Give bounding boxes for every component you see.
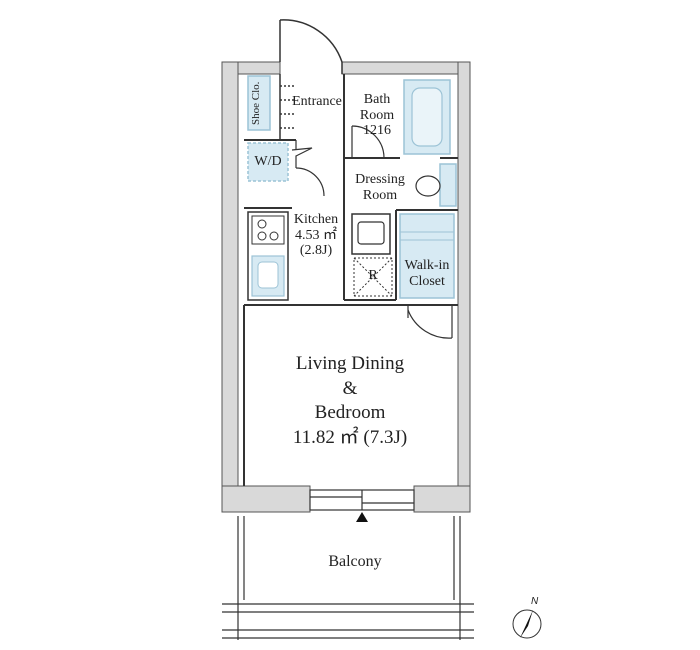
balcony-outline — [222, 516, 474, 640]
shoe-closet — [247, 75, 271, 131]
bath-label-line1: Bath — [363, 92, 391, 107]
walkin-closet — [399, 213, 455, 299]
compass-icon — [512, 609, 542, 639]
balcony-window — [309, 489, 415, 511]
living-label-line4: 11.82 ㎡ (7.3J) — [292, 427, 408, 449]
kitchen-counter — [247, 211, 289, 301]
kitchen-label-line1: Kitchen — [293, 212, 339, 227]
walkin-closet-label: Walk-in Closet — [400, 258, 454, 289]
living-label-line1: Living Dining — [295, 353, 405, 374]
living-room-label: Living Dining & Bedroom 11.82 ㎡ (7.3J) — [260, 352, 440, 451]
walkin-label-line2: Closet — [409, 273, 445, 289]
dressing-label-line2: Room — [362, 187, 398, 203]
shoe-closet-label: Shoe Clo. — [250, 81, 262, 125]
entrance-floor — [279, 74, 296, 140]
closet-door — [407, 305, 453, 339]
washer-space — [247, 142, 289, 182]
bath-door — [351, 125, 385, 159]
hall-door — [291, 140, 325, 197]
fridge-space — [353, 257, 393, 297]
fridge-label: R — [368, 268, 378, 283]
walkin-label-line1: Walk-in — [404, 258, 450, 273]
compass-north-label: N — [531, 596, 539, 607]
kitchen-label-line2: 4.53 ㎡ — [295, 227, 337, 243]
dressing-fixtures — [351, 163, 457, 255]
dressing-room-label: Dressing Room — [346, 172, 414, 203]
bath-label-line2: Room — [359, 107, 395, 123]
interior-walls — [243, 74, 458, 486]
entrance-label: Entrance — [292, 94, 342, 109]
bath-room-label: Bath Room 1216 — [352, 92, 402, 139]
entrance-door — [279, 19, 343, 74]
balcony-label: Balcony — [328, 553, 382, 570]
wd-label: W/D — [254, 154, 282, 169]
living-label-line2: & — [342, 377, 358, 399]
bath-label-line3: 1216 — [363, 123, 391, 139]
entry-arrow-icon — [356, 512, 368, 522]
living-label-line3: Bedroom — [314, 402, 386, 424]
kitchen-label: Kitchen 4.53 ㎡ (2.8J) — [286, 212, 346, 259]
bathtub — [403, 79, 451, 155]
exterior-walls — [221, 61, 471, 513]
dressing-label-line1: Dressing — [355, 172, 405, 187]
kitchen-label-line3: (2.8J) — [299, 243, 333, 259]
